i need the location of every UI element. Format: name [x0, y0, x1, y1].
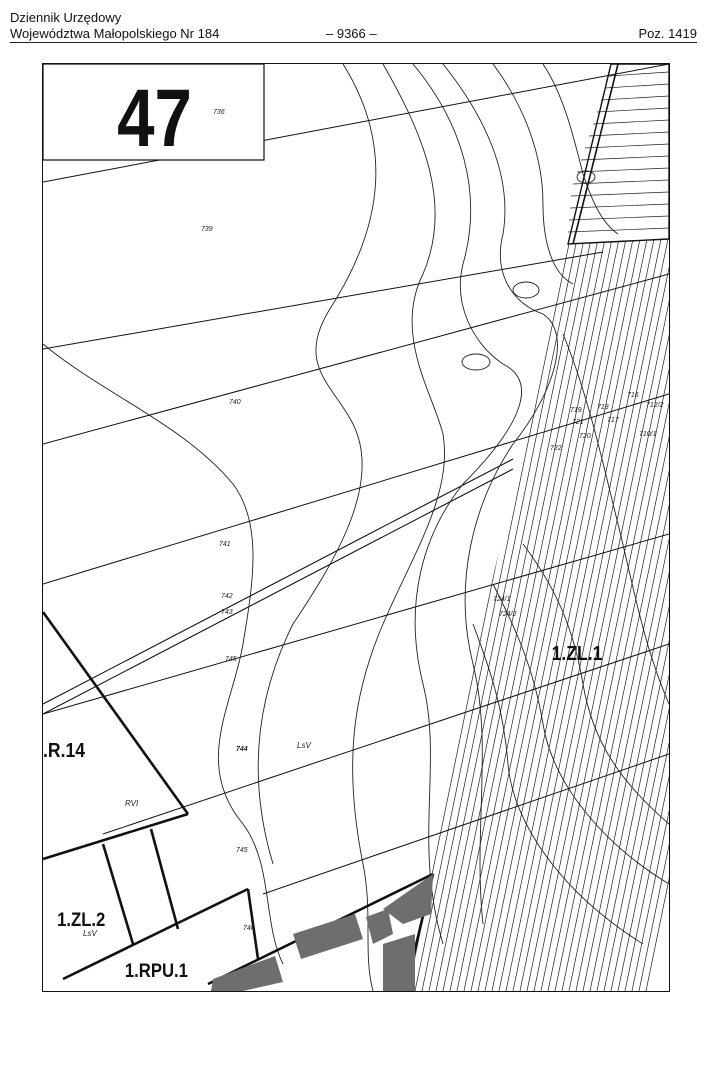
page-number: – 9366 –: [326, 26, 377, 41]
sheet-number: 47: [117, 72, 192, 164]
journal-issue: Województwa Małopolskiego Nr 184: [10, 26, 220, 41]
page-header: Dziennik Urzędowy Województwa Małopolski…: [10, 10, 697, 44]
elevation-label: 710/1: [639, 431, 657, 438]
plan-map: 47 1.ZL.1 .R.14 1.ZL.2 1.RPU.1 LsV RVI L…: [42, 63, 670, 992]
soil-label-lsv: LsV: [297, 741, 311, 750]
elevation-label: 721: [572, 419, 584, 426]
elevation-label: 724/1: [493, 596, 511, 603]
elevation-label: 717: [607, 417, 620, 424]
elevation-label: 722: [550, 445, 562, 452]
zone-label-rpu1: 1.RPU.1: [125, 960, 188, 981]
header-rule: [10, 42, 697, 43]
zone-label-zl2: 1.ZL.2: [57, 909, 105, 930]
elevation-label: 740: [229, 399, 241, 406]
elevation-label: 739: [201, 226, 213, 233]
elevation-label: 719: [570, 407, 582, 414]
elevation-label: 743: [221, 609, 233, 616]
elevation-label: 724/2: [499, 611, 517, 618]
buildings: [211, 874, 433, 991]
forest-hatching: [407, 239, 669, 991]
elevation-label: 716: [627, 392, 639, 399]
zone-label-zl1: 1.ZL.1: [552, 642, 603, 664]
zone-label-r14: .R.14: [43, 739, 86, 761]
elevation-label: 746: [243, 925, 255, 932]
plan-map-canvas: 47 1.ZL.1 .R.14 1.ZL.2 1.RPU.1 LsV RVI L…: [43, 64, 669, 991]
sheet-number-box: [43, 64, 265, 161]
elevation-label: 745: [225, 656, 237, 663]
position-number: Poz. 1419: [638, 26, 697, 41]
soil-label-lsv-small: LsV: [83, 929, 97, 938]
elevation-label: 712/2: [646, 402, 664, 409]
soil-label-rvi: RVI: [125, 799, 139, 808]
parcel-boundaries: [43, 64, 669, 895]
elevation-label: 742: [221, 593, 233, 600]
journal-title: Dziennik Urzędowy: [10, 10, 122, 25]
elevation-label: 741: [219, 541, 231, 548]
contour-lines: [43, 64, 669, 991]
elevation-labels: 736 739 740 741 742 743 745 744 745 746 …: [201, 109, 664, 932]
elevation-label: 718: [597, 404, 609, 411]
elevation-label: 745: [236, 847, 248, 854]
elevation-label: 744: [236, 746, 248, 753]
elevation-label: 736: [213, 109, 225, 116]
elevation-label: 720: [579, 433, 591, 440]
top-right-hatched-block: [567, 64, 669, 245]
road: [43, 458, 514, 715]
